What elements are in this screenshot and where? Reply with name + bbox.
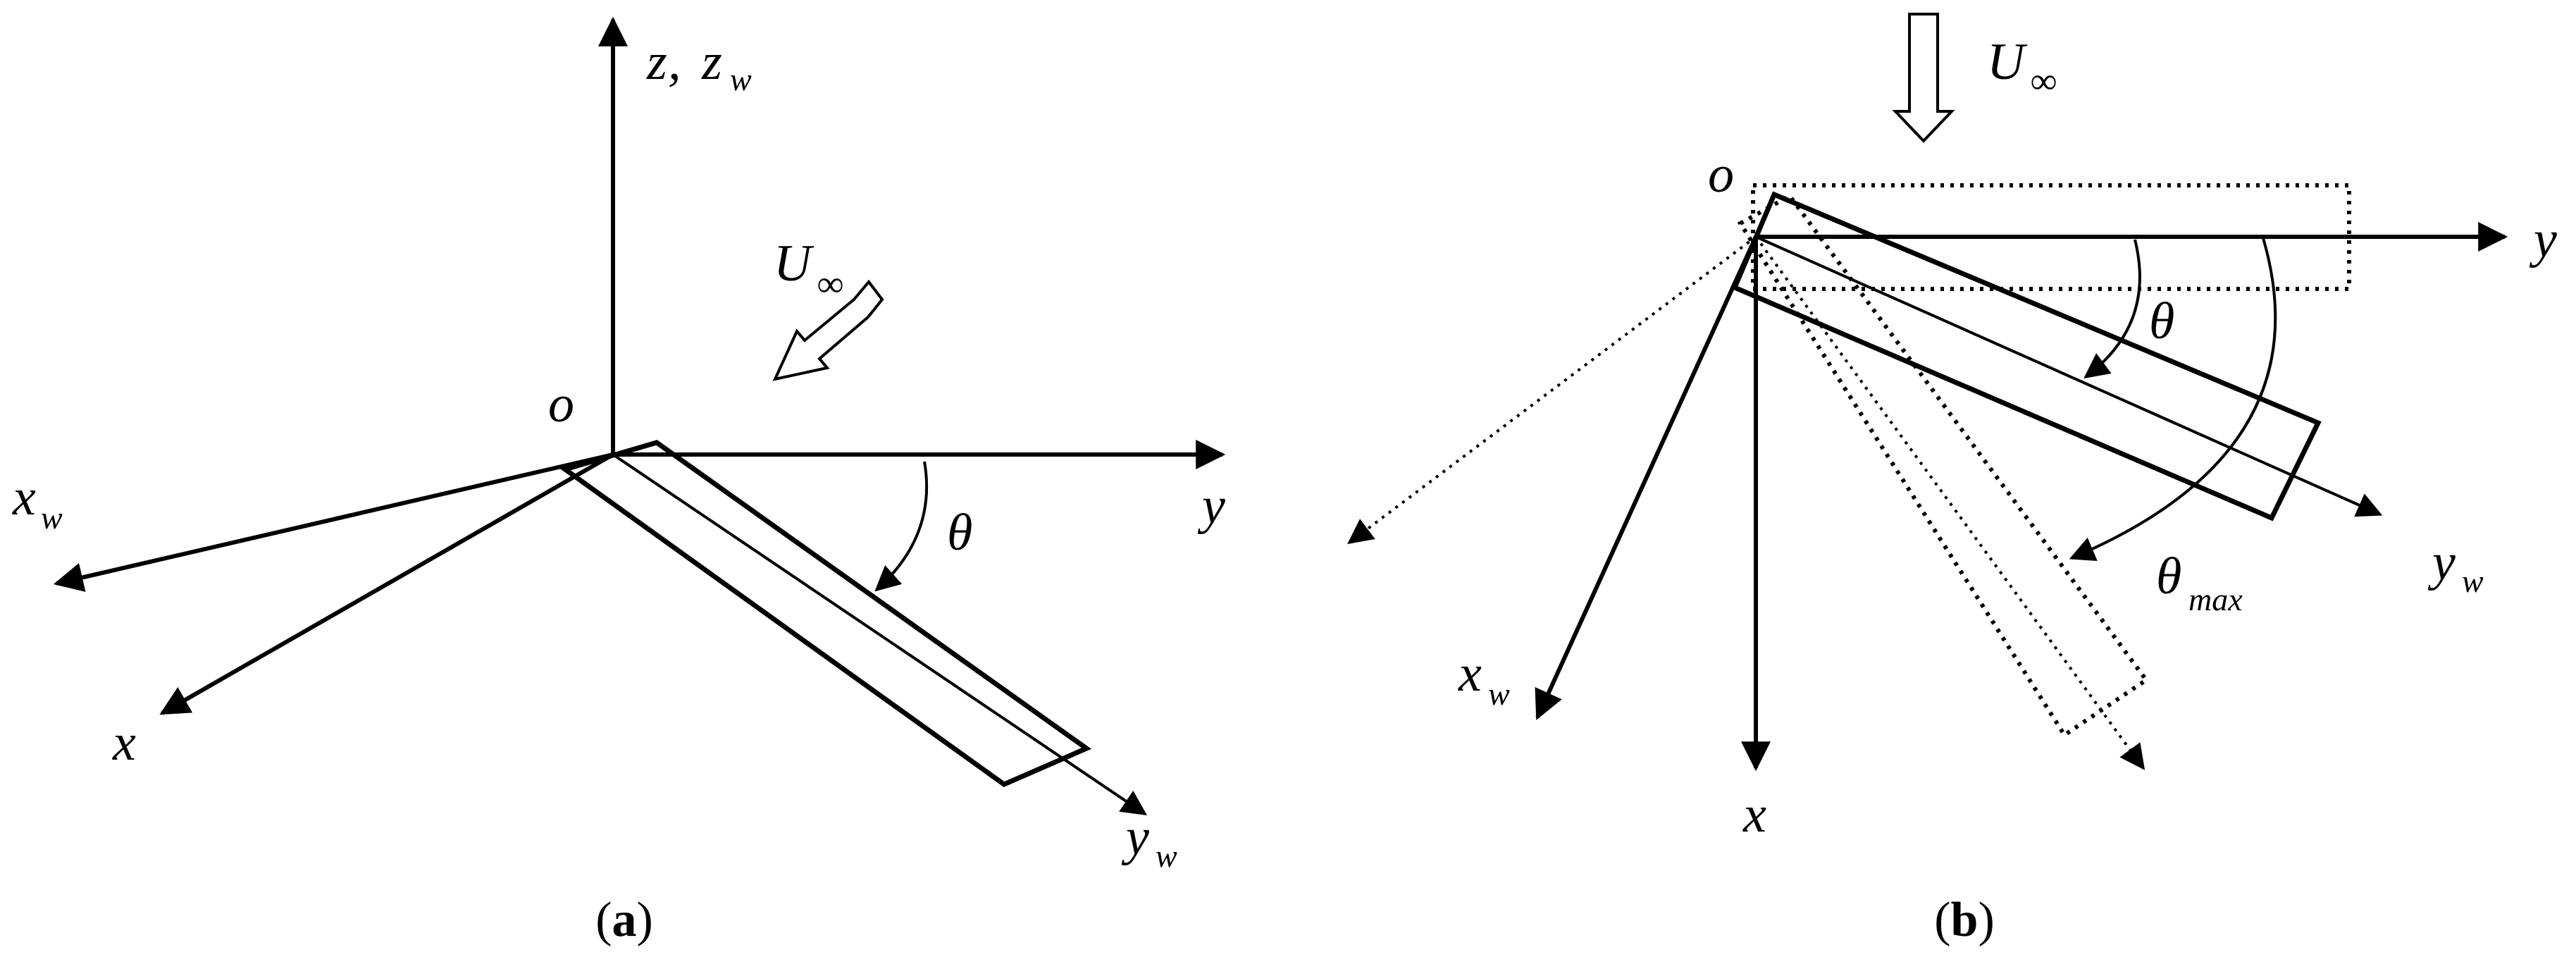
theta-arc-a (874, 461, 929, 592)
theta-arc-b (2083, 239, 2141, 379)
wing-max-position (1737, 193, 2150, 739)
caption-a: (a) (595, 893, 653, 947)
y-label: y (1197, 477, 1225, 535)
wing-panel-a (559, 440, 1092, 788)
freestream-arrow-a (772, 279, 884, 381)
x-label: x (112, 714, 136, 772)
theta-max-label: θ (2156, 548, 2181, 605)
yw-label-b: y (2427, 533, 2456, 591)
dotted-yw-axis (1754, 235, 2145, 770)
xw-subscript: w (41, 500, 63, 536)
xw-subscript-b: w (1488, 676, 1510, 712)
zw-label: z (701, 33, 722, 91)
zw-subscript: w (730, 61, 752, 97)
yw-label: y (1121, 808, 1149, 866)
xw-axis-b (1535, 235, 1758, 720)
u-inf-subscript-b: ∞ (2031, 61, 2057, 101)
caption-b: (b) (1934, 893, 1995, 947)
freestream-arrow-b (1892, 13, 1955, 143)
xw-axis (53, 452, 614, 592)
theta-label-b: θ (2149, 292, 2174, 350)
origin-label: o (548, 376, 574, 433)
yw-subscript-b: w (2462, 563, 2484, 599)
z-label: z (646, 33, 667, 91)
theta-max-subscript: max (2188, 581, 2243, 617)
wing-panel-b (1731, 191, 2322, 521)
yw-axis (612, 453, 1147, 816)
theta-label-a: θ (947, 504, 972, 562)
theta-max-arc (2069, 237, 2277, 561)
dotted-xw-axis (1347, 235, 1757, 545)
yw-axis-b (1755, 235, 2383, 517)
x-label-b: x (1742, 786, 1766, 844)
xw-label: x (12, 469, 36, 526)
wing-initial-position (1751, 183, 2351, 291)
u-inf-subscript: ∞ (817, 264, 843, 304)
u-inf-label: U (774, 235, 815, 292)
origin-label-b: o (1708, 146, 1734, 204)
panel-a: z , z w U ∞ o x w y θ x y w (a) (12, 16, 1226, 947)
u-inf-label-b: U (1987, 33, 2028, 91)
yw-subscript: w (1156, 838, 1177, 874)
comma-label: , (668, 33, 681, 91)
panel-b: U ∞ o y θ y w θ max x w x (b) (1347, 13, 2557, 947)
y-label-b: y (2529, 211, 2557, 268)
xw-label-b: x (1458, 645, 1482, 703)
x-axis (159, 452, 614, 715)
